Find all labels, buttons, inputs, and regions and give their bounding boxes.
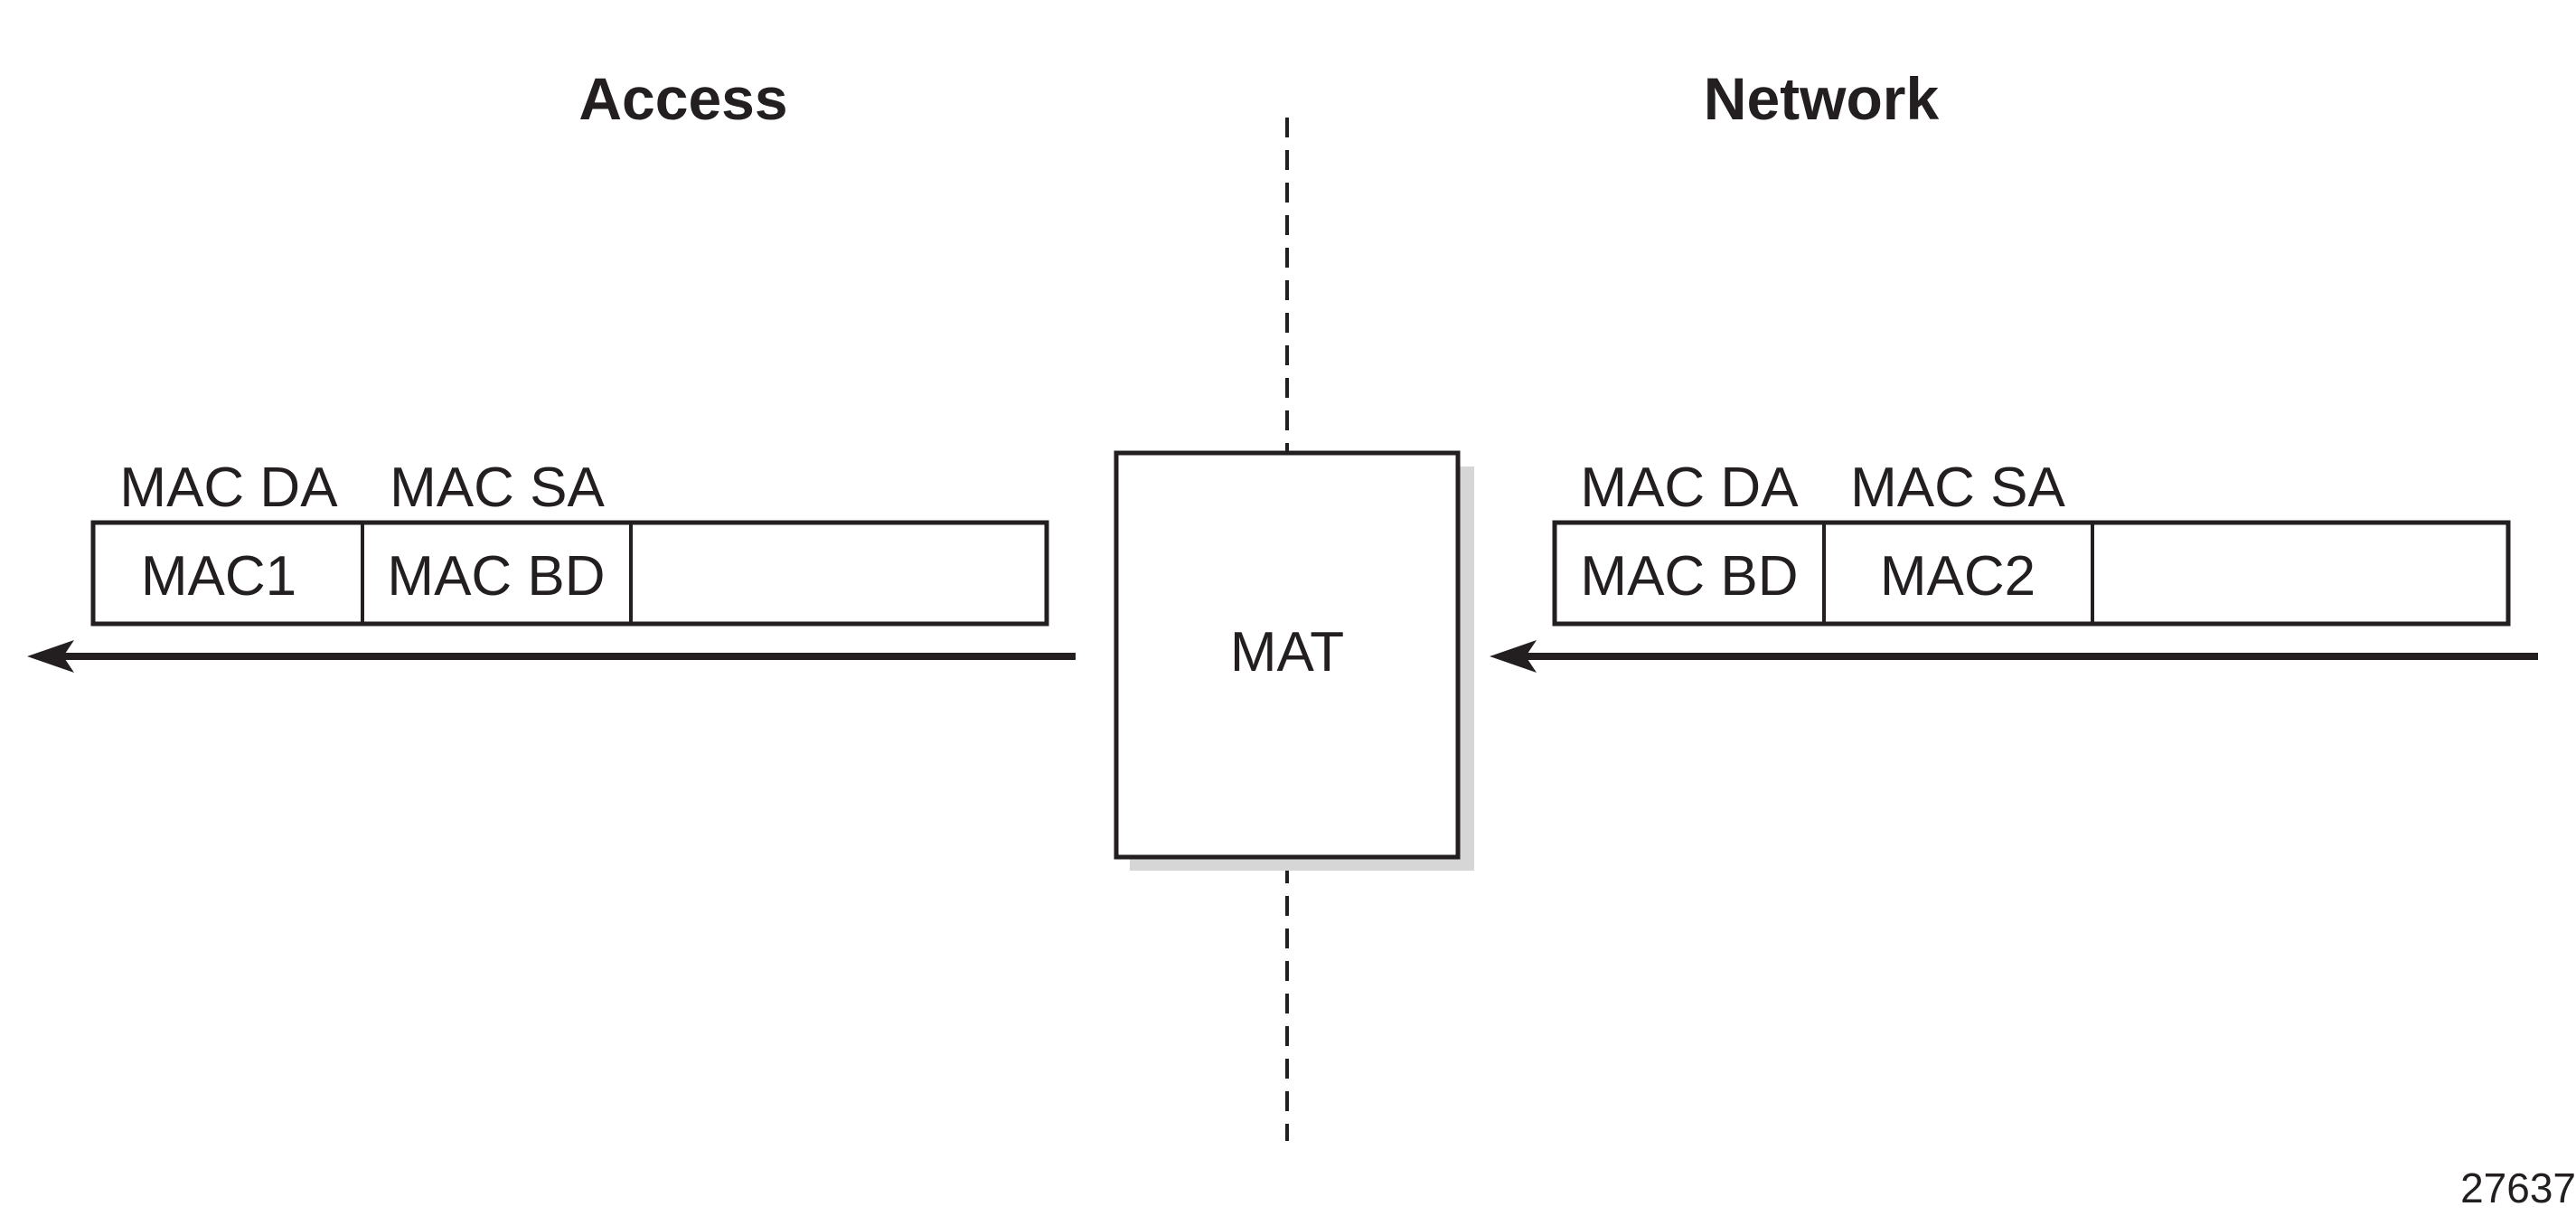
network-cell-mac-da: MAC BD [1580,545,1798,608]
mat-label: MAT [1230,621,1344,683]
network-arrow [1490,640,2538,673]
access-cell-mac-da: MAC1 [141,545,296,608]
access-cell-mac-sa: MAC BD [387,545,605,608]
mat-box-frame [1114,450,1461,860]
access-arrow-head [27,640,74,673]
access-heading: Access [578,65,787,132]
access-header-mac-da: MAC DA [119,457,338,519]
network-cell-mac-sa: MAC2 [1880,545,2035,608]
network-frame: MAC DA MAC SA MAC BD MAC2 [1552,457,2511,627]
network-header-mac-da: MAC DA [1580,457,1799,519]
network-header-mac-sa: MAC SA [1850,457,2065,519]
figure-number: 27637 [2460,1164,2576,1211]
network-frame-outline [1552,520,2511,627]
access-frame: MAC DA MAC SA MAC1 MAC BD [90,457,1049,627]
access-frame-outline [90,520,1049,627]
network-heading: Network [1704,65,1940,132]
access-header-mac-sa: MAC SA [390,457,605,519]
access-arrow [27,640,1076,673]
mat-box: MAT [1114,450,1474,871]
network-arrow-head [1490,640,1537,673]
